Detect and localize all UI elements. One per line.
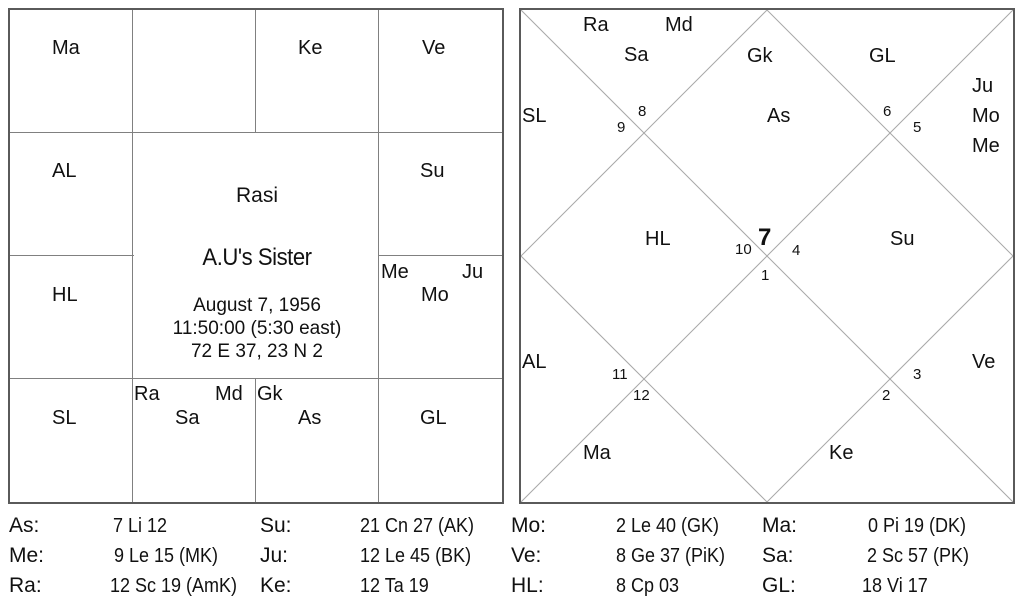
planet-label: Su [890,228,915,250]
birth-date: August 7, 1956 [193,295,321,316]
planet-label: HL [645,228,671,250]
position-value: 2 Le 40 (GK) [616,515,720,537]
planet-label: Ve [422,37,446,59]
position-key: Su: [260,514,292,537]
house-number: 12 [633,387,650,404]
position-value: 8 Ge 37 (PiK) [616,545,726,567]
position-value: 12 Ta 19 [360,575,429,597]
chart-diagonals [521,10,1013,502]
planet-label: Sa [175,407,200,429]
planet-label: Ma [52,37,80,59]
position-value: 21 Cn 27 (AK) [360,515,475,537]
position-key: Ju: [260,544,289,567]
position-key: GL: [762,574,796,597]
position-key: Ve: [511,544,542,567]
position-value: 7 Li 12 [113,515,168,537]
house-number: 3 [913,366,922,383]
grid-line [255,10,256,133]
planet-label: GL [869,45,896,67]
planet-label: Gk [257,383,283,405]
planet-label: Me [381,261,409,283]
house-number: 9 [617,119,626,136]
house-number: 4 [792,242,801,259]
rasi-chart-north-indian: 7 10 4 1 8 9 6 5 11 12 3 2 Ra Md Sa Gk A… [519,8,1015,504]
position-value: 12 Sc 19 (AmK) [110,575,238,597]
planet-positions-table: As: 7 Li 12 Su: 21 Cn 27 (AK) Mo: 2 Le 4… [0,510,1024,605]
rasi-chart-south-indian: Ma Ke Ve AL Su HL Me Ju Mo SL Ra Md Sa G… [8,8,504,504]
planet-label: Ke [829,442,854,464]
house-number: 1 [761,267,770,284]
position-key: Mo: [511,514,547,537]
planet-label: Sa [624,44,649,66]
planet-label: Mo [972,105,1000,127]
planet-label: As [298,407,322,429]
birth-time: 11:50:00 (5:30 east) [172,318,342,339]
house-number: 10 [735,241,752,258]
planet-label: HL [52,284,78,306]
position-key: Ke: [260,574,292,597]
planet-label: As [767,105,791,127]
house-number: 7 [758,224,772,251]
planet-label: Mo [421,284,449,306]
birth-coordinates: 72 E 37, 23 N 2 [190,341,324,362]
planet-label: AL [522,351,547,373]
grid-line [378,10,379,502]
position-key: As: [9,514,40,537]
house-number: 8 [638,103,647,120]
grid-line [255,379,256,502]
grid-line [132,10,133,502]
native-name: A.U's Sister [202,244,312,271]
planet-label: Ma [583,442,611,464]
position-value: 0 Pi 19 (DK) [868,515,967,537]
planet-label: Ju [972,75,994,97]
position-value: 8 Cp 03 [616,575,680,597]
birth-details: August 7, 1956 11:50:00 (5:30 east) 72 E… [134,294,380,363]
position-key: HL: [511,574,544,597]
position-key: Me: [9,544,45,567]
position-key: Ma: [762,514,798,537]
position-key: Sa: [762,544,794,567]
planet-label: SL [522,105,547,127]
grid-line [379,255,502,256]
planet-label: AL [52,160,77,182]
position-key: Ra: [9,574,42,597]
house-number: 5 [913,119,922,136]
house-number: 2 [882,387,891,404]
planet-label: Md [665,14,693,36]
planet-label: Gk [747,45,773,67]
position-value: 9 Le 15 (MK) [114,545,219,567]
grid-line [10,132,502,133]
planet-label: Ju [462,261,484,283]
planet-label: SL [52,407,77,429]
position-value: 12 Le 45 (BK) [360,545,472,567]
planet-label: Ke [298,37,323,59]
grid-line [10,255,134,256]
position-value: 2 Sc 57 (PK) [867,545,970,567]
planet-label: Ra [134,383,160,405]
planet-label: Md [215,383,243,405]
house-number: 6 [883,103,892,120]
planet-label: GL [420,407,447,429]
planet-label: Ra [583,14,609,36]
chart-center-info: Rasi A.U's Sister August 7, 1956 11:50:0… [134,134,380,380]
planet-label: Su [420,160,445,182]
planet-label: Me [972,135,1000,157]
grid-line [10,378,502,379]
position-value: 18 Vi 17 [862,575,928,597]
chart-title: Rasi [235,184,278,207]
house-number: 11 [612,366,628,383]
planet-label: Ve [972,351,996,373]
